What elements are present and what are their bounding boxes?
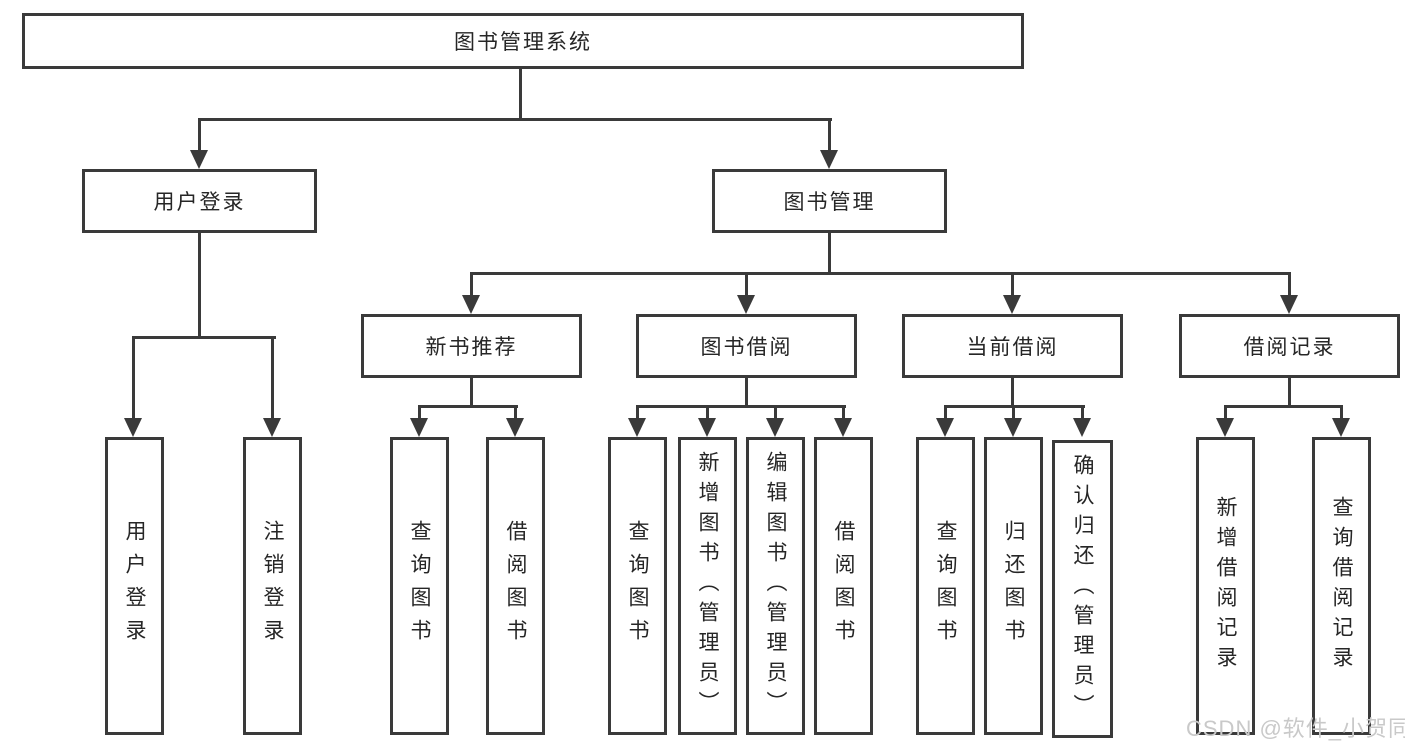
connector-vline bbox=[1011, 378, 1014, 407]
connector-stem bbox=[514, 405, 517, 420]
arrow-down-icon bbox=[1216, 418, 1234, 437]
node-new-book-recommend-label: 新书推荐 bbox=[425, 336, 518, 359]
arrow-down-icon bbox=[1073, 418, 1091, 437]
node-book-management-label: 图书管理 bbox=[783, 191, 876, 214]
leaf-borrow-books-recommend-label: 借阅图书 bbox=[504, 520, 527, 652]
arrow-down-icon bbox=[506, 418, 524, 437]
connector-vline bbox=[1288, 378, 1291, 407]
connector-stem bbox=[944, 405, 947, 420]
connector-vline bbox=[470, 378, 473, 407]
leaf-query-borrow-record-label: 查询借阅记录 bbox=[1330, 496, 1353, 676]
leaf-borrow-books: 借阅图书 bbox=[814, 437, 873, 735]
arrow-down-icon bbox=[462, 295, 480, 314]
arrow-down-icon bbox=[820, 150, 838, 169]
node-user-login: 用户登录 bbox=[82, 169, 317, 233]
arrow-down-icon bbox=[1004, 418, 1022, 437]
leaf-user-login: 用户登录 bbox=[105, 437, 164, 735]
connector-hline bbox=[470, 272, 1291, 275]
arrow-down-icon bbox=[1332, 418, 1350, 437]
leaf-add-borrow-record: 新增借阅记录 bbox=[1196, 437, 1255, 735]
node-book-management: 图书管理 bbox=[712, 169, 947, 233]
leaf-edit-book-admin-label: 编辑图书（管理员） bbox=[764, 451, 787, 721]
connector-vline bbox=[519, 69, 522, 121]
connector-vline bbox=[745, 378, 748, 407]
leaf-query-books-current-label: 查询图书 bbox=[934, 520, 957, 652]
arrow-down-icon bbox=[936, 418, 954, 437]
node-borrow-records-label: 借阅记录 bbox=[1243, 336, 1336, 359]
arrow-down-icon bbox=[1280, 295, 1298, 314]
leaf-add-book-admin-label: 新增图书（管理员） bbox=[696, 451, 719, 721]
leaf-query-books-borrow: 查询图书 bbox=[608, 437, 667, 735]
connector-stem bbox=[132, 336, 135, 420]
leaf-edit-book-admin: 编辑图书（管理员） bbox=[746, 437, 805, 735]
connector-hline bbox=[132, 336, 276, 339]
arrow-down-icon bbox=[263, 418, 281, 437]
leaf-query-books-recommend-label: 查询图书 bbox=[408, 520, 431, 652]
node-new-book-recommend: 新书推荐 bbox=[361, 314, 582, 378]
connector-hline bbox=[1224, 405, 1343, 408]
connector-stem bbox=[828, 118, 831, 152]
connector-stem bbox=[1011, 272, 1014, 298]
arrow-down-icon bbox=[190, 150, 208, 169]
connector-stem bbox=[470, 272, 473, 298]
csdn-watermark: CSDN @软件_小贺同学 bbox=[1186, 716, 1405, 741]
leaf-query-books-borrow-label: 查询图书 bbox=[626, 520, 649, 652]
leaf-borrow-books-label: 借阅图书 bbox=[832, 520, 855, 652]
arrow-down-icon bbox=[766, 418, 784, 437]
leaf-query-books-recommend: 查询图书 bbox=[390, 437, 449, 735]
connector-stem bbox=[706, 405, 709, 420]
connector-stem bbox=[271, 336, 274, 420]
arrow-down-icon bbox=[628, 418, 646, 437]
leaf-query-books-current: 查询图书 bbox=[916, 437, 975, 735]
node-user-login-label: 用户登录 bbox=[153, 191, 246, 214]
connector-hline bbox=[198, 118, 832, 121]
connector-stem bbox=[1012, 405, 1015, 420]
node-current-borrow: 当前借阅 bbox=[902, 314, 1123, 378]
leaf-borrow-books-recommend: 借阅图书 bbox=[486, 437, 545, 735]
node-current-borrow-label: 当前借阅 bbox=[966, 336, 1059, 359]
leaf-return-books: 归还图书 bbox=[984, 437, 1043, 735]
connector-hline bbox=[636, 405, 846, 408]
arrow-down-icon bbox=[1003, 295, 1021, 314]
connector-stem bbox=[745, 272, 748, 298]
node-borrow-records: 借阅记录 bbox=[1179, 314, 1400, 378]
leaf-query-borrow-record: 查询借阅记录 bbox=[1312, 437, 1371, 735]
arrow-down-icon bbox=[124, 418, 142, 437]
connector-stem bbox=[418, 405, 421, 420]
arrow-down-icon bbox=[737, 295, 755, 314]
connector-stem bbox=[1288, 272, 1291, 298]
connector-stem bbox=[774, 405, 777, 420]
connector-stem bbox=[636, 405, 639, 420]
leaf-confirm-return-admin: 确认归还（管理员） bbox=[1052, 440, 1113, 738]
connector-vline bbox=[198, 233, 201, 339]
leaf-logout: 注销登录 bbox=[243, 437, 302, 735]
node-root-label: 图书管理系统 bbox=[454, 31, 592, 54]
leaf-add-book-admin: 新增图书（管理员） bbox=[678, 437, 737, 735]
connector-stem bbox=[842, 405, 845, 420]
connector-stem bbox=[1340, 405, 1343, 420]
leaf-add-borrow-record-label: 新增借阅记录 bbox=[1214, 496, 1237, 676]
leaf-user-login-label: 用户登录 bbox=[123, 520, 146, 652]
connector-stem bbox=[1224, 405, 1227, 420]
connector-hline bbox=[418, 405, 518, 408]
leaf-confirm-return-admin-label: 确认归还（管理员） bbox=[1071, 454, 1094, 724]
node-book-borrow: 图书借阅 bbox=[636, 314, 857, 378]
connector-stem bbox=[198, 118, 201, 152]
leaf-return-books-label: 归还图书 bbox=[1002, 520, 1025, 652]
node-book-borrow-label: 图书借阅 bbox=[700, 336, 793, 359]
arrow-down-icon bbox=[698, 418, 716, 437]
connector-stem bbox=[1081, 405, 1084, 420]
node-root: 图书管理系统 bbox=[22, 13, 1024, 69]
arrow-down-icon bbox=[410, 418, 428, 437]
arrow-down-icon bbox=[834, 418, 852, 437]
connector-vline bbox=[828, 233, 831, 274]
leaf-logout-label: 注销登录 bbox=[261, 520, 284, 652]
